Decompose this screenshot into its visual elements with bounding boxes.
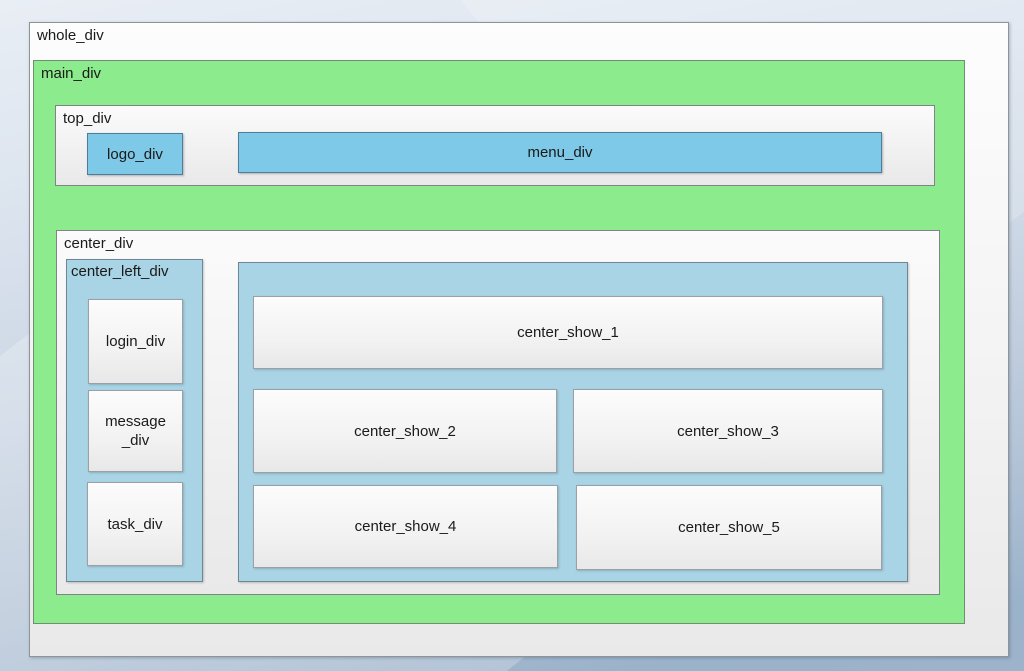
center-div-box: center_div center_left_div login_div mes… [56,230,940,595]
message-div-box: message _div [88,390,183,472]
logo-div-box: logo_div [87,133,183,175]
center-show-2-box: center_show_2 [253,389,557,473]
whole-div-label: whole_div [37,27,104,44]
center-show-3-box: center_show_3 [573,389,883,473]
center-left-div-box: center_left_div login_div message _div t… [66,259,203,582]
center-right-div-box: center_show_1 center_show_2 center_show_… [238,262,908,582]
whole-div-box: whole_div main_div top_div logo_div menu… [29,22,1009,657]
login-div-box: login_div [88,299,183,384]
center-show-5-box: center_show_5 [576,485,882,570]
main-div-box: main_div top_div logo_div menu_div cente… [33,60,965,624]
center-div-label: center_div [64,235,134,252]
center-show-1-box: center_show_1 [253,296,883,369]
menu-div-box: menu_div [238,132,882,173]
main-div-label: main_div [41,65,102,82]
center-left-div-label: center_left_div [71,263,169,280]
top-div-box: top_div logo_div menu_div [55,105,935,186]
center-show-4-box: center_show_4 [253,485,558,568]
task-div-box: task_div [87,482,183,566]
top-div-label: top_div [63,110,112,127]
